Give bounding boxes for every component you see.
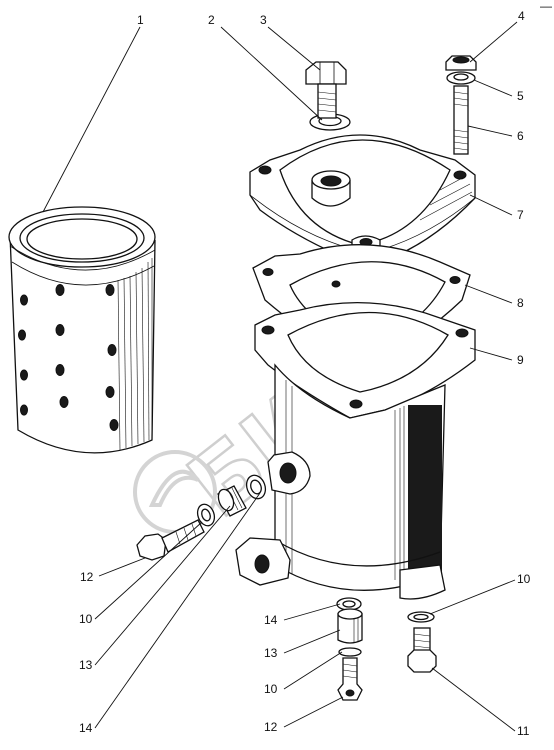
part-bolt-3	[305, 61, 347, 119]
part-sleeve-13-bottom	[337, 608, 363, 644]
callout-10-side: 10	[79, 612, 93, 626]
part-washer-5	[446, 71, 476, 85]
part-sleeve-13-side	[217, 485, 247, 517]
callout-10-right: 10	[517, 572, 531, 586]
part-washer-10-bottom	[338, 647, 362, 657]
part-banjo-bolt-12-bottom	[337, 657, 363, 701]
part-housing-9	[235, 302, 476, 600]
part-cover-7	[249, 134, 476, 263]
part-filter-element	[8, 206, 156, 454]
callout-9: 9	[517, 353, 524, 367]
callout-3: 3	[260, 13, 267, 27]
callout-11: 11	[517, 724, 530, 738]
part-ring-14-side	[245, 474, 267, 500]
callout-6: 6	[517, 129, 524, 143]
callout-14-side: 14	[79, 721, 93, 735]
callout-4: 4	[518, 9, 525, 23]
part-washer-10-right	[407, 611, 435, 623]
callout-5: 5	[517, 89, 524, 103]
callout-8: 8	[517, 296, 524, 310]
callout-12-side: 12	[80, 570, 94, 584]
callout-1: 1	[137, 13, 144, 27]
leader-lines	[42, 21, 518, 732]
callout-10-bottom: 10	[264, 682, 278, 696]
callout-7: 7	[517, 208, 524, 222]
callout-13-side: 13	[79, 658, 93, 672]
part-plug-11	[407, 627, 437, 673]
filter-perforations	[18, 284, 119, 431]
part-banjo-bolt-12-side	[136, 519, 205, 561]
part-ring-14-bottom	[336, 597, 362, 611]
corner-mark: —	[540, 0, 552, 13]
callout-2: 2	[208, 13, 215, 27]
callout-12-bottom: 12	[264, 720, 278, 734]
part-washer-10-side	[196, 503, 216, 527]
callout-labels: 1 2 3 4 5 6 7 8 9 10 12 10 13 14 14 13 1…	[79, 9, 531, 738]
part-stud-6	[453, 85, 469, 155]
callout-14-bottom: 14	[264, 613, 278, 627]
callout-13-bottom: 13	[264, 646, 278, 660]
filter-shading	[117, 258, 153, 451]
part-nut-4	[445, 55, 477, 71]
